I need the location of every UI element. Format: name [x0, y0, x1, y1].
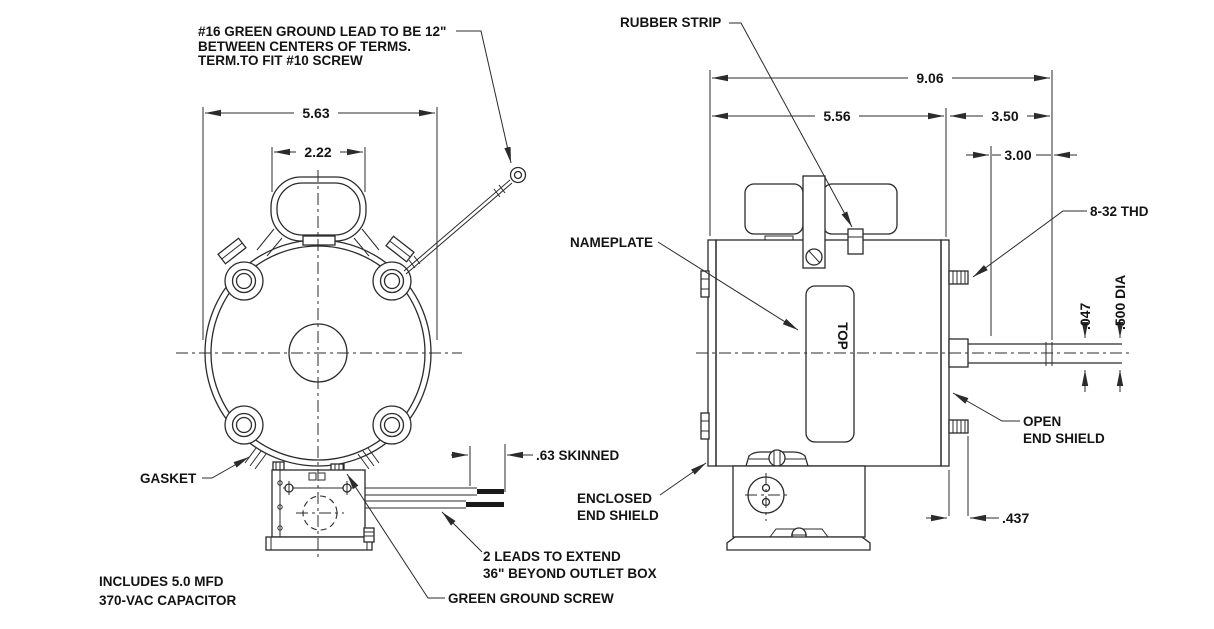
ground-lead-note-line2: BETWEEN CENTERS OF TERMS. [198, 39, 411, 54]
enclosed-end-shield-line2: END SHIELD [577, 508, 659, 523]
ground-lead-note-line1: #16 GREEN GROUND LEAD TO BE 12" [198, 24, 446, 39]
gasket-strip-right [357, 447, 380, 470]
side-view: TOP [696, 175, 1130, 551]
dim-text-handle-width: 2.22 [304, 144, 331, 160]
callout-gasket: GASKET [140, 456, 250, 486]
dim-slinger-gap: .047 [1077, 303, 1093, 392]
rubber-strip-label: RUBBER STRIP [620, 15, 721, 30]
dim-text-shaft-extension: 3.00 [1004, 147, 1031, 163]
threaded-stud-upper [948, 270, 969, 285]
front-shell [204, 235, 432, 474]
callout-ground-lead-note: #16 GREEN GROUND LEAD TO BE 12" BETWEEN … [198, 24, 512, 164]
side-body [700, 235, 969, 467]
dim-shaft-diameter: .500 DIA [1112, 275, 1128, 392]
lead-wires [365, 487, 504, 509]
capacitor-note-line2: 370-VAC CAPACITOR [99, 593, 237, 608]
dim-text-shaft-diameter: .500 DIA [1112, 275, 1128, 330]
callouts-layer: #16 GREEN GROUND LEAD TO BE 12" BETWEEN … [99, 15, 1149, 608]
ground-lead-note-line3: TERM.TO FIT #10 SCREW [198, 53, 363, 68]
callout-green-ground-screw: GREEN GROUND SCREW [346, 473, 614, 606]
leads-note-line1: 2 LEADS TO EXTEND [483, 549, 621, 564]
ground-lead-wire [403, 166, 527, 275]
front-centerlines [176, 170, 462, 558]
callout-nameplate: NAMEPLATE [570, 235, 799, 331]
dim-shaft-extension: 3.00 [966, 146, 1077, 336]
side-handle [744, 183, 898, 235]
capacitor-note-line1: INCLUDES 5.0 MFD [99, 574, 224, 589]
nameplate-part: TOP [805, 285, 855, 443]
dim-text-shaft-end-length: 3.50 [991, 108, 1018, 124]
green-ground-screw-label: GREEN GROUND SCREW [448, 591, 614, 606]
threaded-stud-lower [948, 419, 969, 434]
dim-text-body-length: 5.56 [823, 108, 850, 124]
dim-text-hub-projection: .437 [1002, 510, 1029, 526]
callout-thread: 8-32 THD [972, 204, 1149, 278]
rubber-strip-part [847, 228, 864, 255]
dim-text-overall-length: 9.06 [916, 70, 943, 86]
callout-enclosed-end-shield: ENCLOSED END SHIELD [577, 462, 707, 523]
bottom-clamp [745, 449, 809, 467]
enclosed-end-shield-line1: ENCLOSED [577, 491, 652, 506]
open-end-shield-line2: END SHIELD [1023, 431, 1105, 446]
top-marking: TOP [835, 322, 850, 350]
gasket-label: GASKET [140, 471, 197, 486]
dim-skinned-length: .63 SKINNED [451, 444, 620, 492]
dim-body-length: 5.56 [712, 108, 947, 237]
open-end-shield-line1: OPEN [1023, 414, 1061, 429]
dim-text-skinned: .63 SKINNED [536, 448, 620, 463]
thread-label: 8-32 THD [1090, 204, 1149, 219]
dimensions-layer: 5.63 2.22 9.06 5.56 3.50 [202, 70, 1128, 526]
callout-leads-note: 2 LEADS TO EXTEND 36" BEYOND OUTLET BOX [441, 511, 657, 581]
slinger-washer [1045, 342, 1053, 366]
side-junction-box [726, 465, 871, 551]
dim-text-slinger-gap: .047 [1077, 303, 1093, 330]
dim-text-front-width: 5.63 [302, 105, 329, 121]
dim-front-overall-width: 5.63 [202, 105, 438, 340]
capacitor-note: INCLUDES 5.0 MFD 370-VAC CAPACITOR [99, 574, 237, 608]
callout-open-end-shield: OPEN END SHIELD [952, 392, 1105, 446]
front-junction-box [265, 469, 375, 551]
strap-clamp [802, 175, 826, 269]
dim-overall-length: 9.06 [709, 70, 1053, 340]
dim-handle-width: 2.22 [271, 144, 366, 192]
nameplate-label: NAMEPLATE [570, 235, 653, 250]
front-view [176, 166, 527, 558]
dim-hub-projection: .437 [926, 436, 1029, 526]
dim-shaft-end-length: 3.50 [950, 108, 1050, 124]
callout-rubber-strip: RUBBER STRIP [620, 15, 853, 228]
leads-note-line2: 36" BEYOND OUTLET BOX [483, 566, 657, 581]
